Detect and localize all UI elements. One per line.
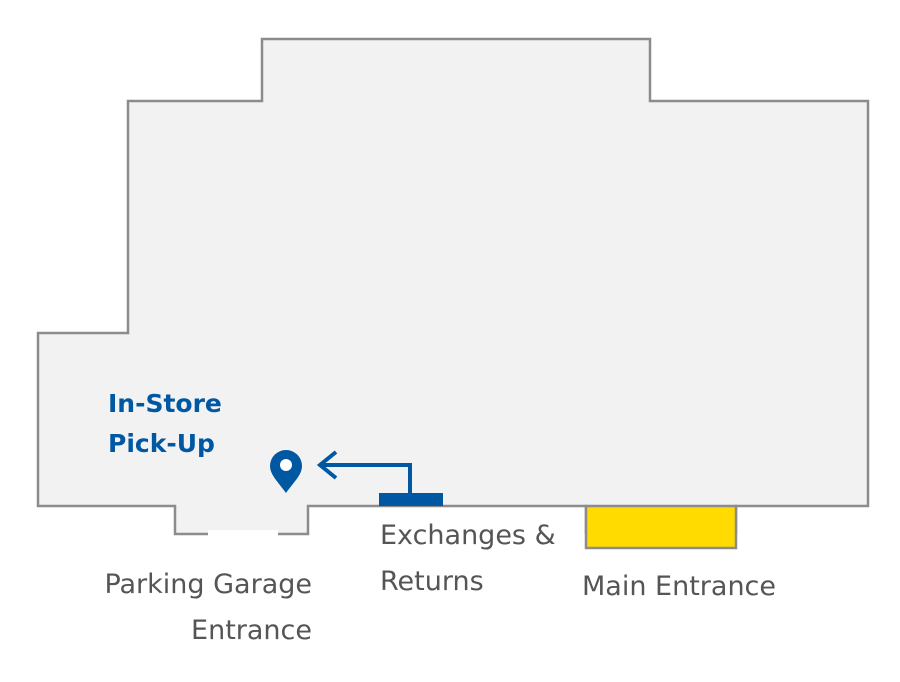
- arrow-left-icon: [316, 450, 412, 493]
- main-entrance-label: Main Entrance: [582, 564, 776, 610]
- in-store-pickup-label-line1: In-Store: [108, 389, 222, 418]
- exchanges-returns-label: Exchanges & Returns: [380, 513, 556, 605]
- exchanges-returns-label-line2: Returns: [380, 566, 484, 597]
- main-entrance-label-text: Main Entrance: [582, 571, 777, 602]
- in-store-pickup-label-line2: Pick-Up: [108, 429, 215, 458]
- exchanges-returns-label-line1: Exchanges &: [380, 520, 556, 551]
- in-store-pickup-label: In-Store Pick-Up: [108, 384, 222, 464]
- exchanges-returns-counter: [379, 493, 443, 506]
- parking-garage-entrance-label: Parking Garage Entrance: [104, 562, 312, 654]
- parking-garage-entrance-label-line2: Entrance: [191, 615, 312, 646]
- location-pin-icon: [270, 450, 302, 493]
- parking-garage-entrance-opening: [208, 530, 278, 538]
- parking-garage-entrance-label-line1: Parking Garage: [104, 569, 312, 600]
- store-floor-outline: [36, 37, 870, 536]
- main-entrance-marker: [584, 504, 738, 550]
